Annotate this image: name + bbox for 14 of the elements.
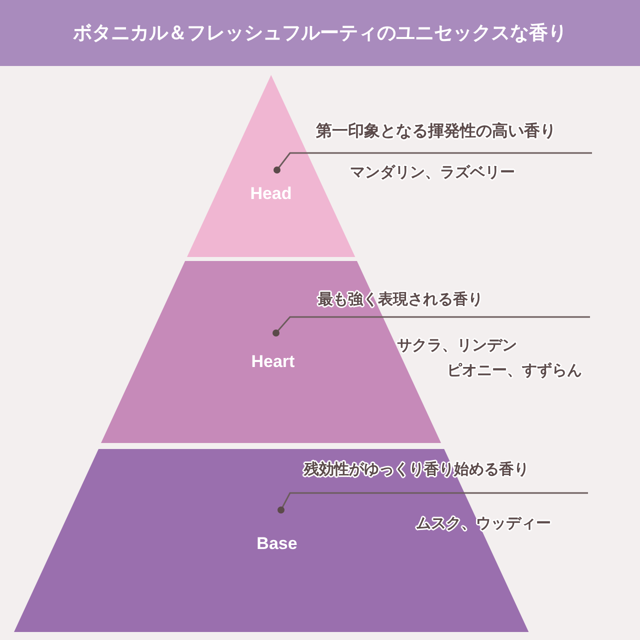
leader-line (278, 492, 588, 514)
band-label: Head (250, 184, 292, 204)
leader-line (272, 316, 590, 336)
note-ingredients: ムスク、ウッディー (416, 514, 551, 533)
note-ingredients: マンダリン、ラズベリー (350, 163, 515, 182)
note-ingredients: サクラ、リンデン (397, 336, 517, 355)
leader-line (274, 152, 592, 174)
note-description: 最も強く表現される香り (318, 290, 484, 309)
note-description: 第一印象となる揮発性の高い香り (316, 121, 557, 142)
band-label: Base (256, 534, 298, 554)
note-description: 残効性がゆっくり香り始める香り (304, 460, 530, 479)
title: ボタニカル＆フレッシュフルーティのユニセックスな香り (73, 21, 567, 46)
band-label: Heart (251, 352, 295, 372)
note-ingredients: ピオニー、すずらん (447, 361, 582, 380)
